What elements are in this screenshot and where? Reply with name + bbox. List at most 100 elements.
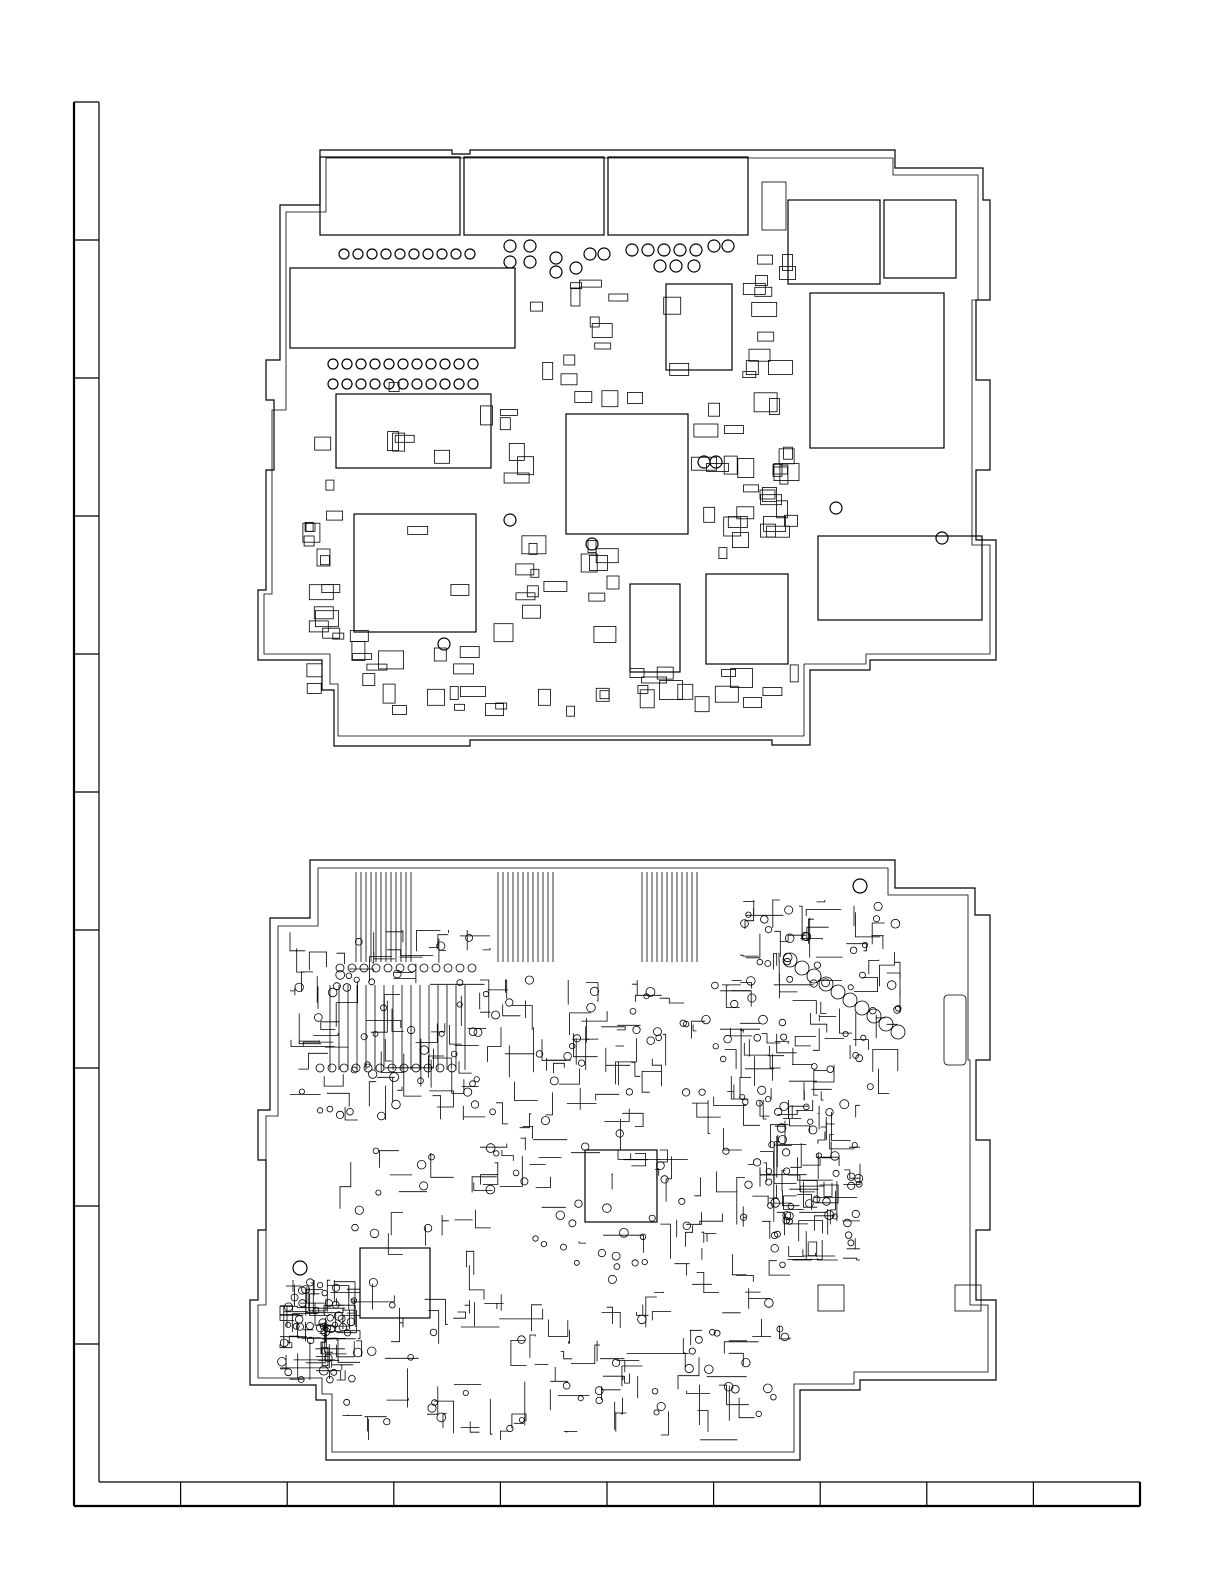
trace: [683, 1338, 685, 1368]
solder-pad: [299, 1089, 304, 1094]
smd-part: [628, 392, 643, 403]
smd-part: [307, 683, 321, 693]
solder-pad: [632, 1260, 638, 1266]
solder-pads: [278, 902, 905, 1431]
copper-traces: [280, 872, 900, 1440]
smd-part: [575, 392, 592, 403]
hole: [440, 359, 450, 369]
trace: [374, 952, 395, 959]
solder-pad: [564, 1052, 572, 1060]
trace: [654, 1292, 663, 1293]
trace: [743, 1206, 746, 1226]
solder-pad: [428, 1404, 436, 1412]
solder-pad: [695, 1336, 702, 1343]
solder-pad: [712, 982, 719, 989]
trace: [762, 1221, 771, 1238]
trace: [523, 1126, 533, 1138]
hole: [454, 359, 464, 369]
solder-pad: [541, 1117, 549, 1125]
solder-pad: [364, 1064, 372, 1072]
solder-pad: [468, 964, 476, 972]
smd-part: [352, 641, 365, 660]
mount-hole: [853, 879, 867, 893]
column-dividers: [181, 1482, 1034, 1506]
smd-part: [523, 605, 541, 618]
trace: [821, 1091, 823, 1100]
smd-part: [719, 548, 727, 559]
solder-pad: [647, 1037, 655, 1045]
ic-block: [336, 394, 491, 468]
trace: [480, 1144, 507, 1148]
solder-pad: [541, 1241, 546, 1246]
hole: [570, 262, 582, 274]
trace: [299, 1040, 320, 1043]
pad-slot: [944, 995, 966, 1065]
solder-pad: [720, 1056, 726, 1062]
solder-pad: [747, 977, 756, 986]
solder-pad: [569, 1220, 576, 1227]
smd-part: [660, 681, 683, 700]
solder-pad: [513, 1170, 519, 1176]
component-layout-diagram: [258, 150, 996, 746]
hole: [598, 248, 610, 260]
solder-pad: [483, 991, 488, 996]
hole: [504, 514, 516, 526]
solder-pad: [429, 1154, 435, 1160]
ic-box: [884, 200, 956, 278]
trace: [500, 1156, 523, 1187]
solder-pad: [494, 1151, 499, 1156]
solder-pad: [743, 1099, 749, 1105]
large-pad: [855, 1001, 869, 1015]
smd-part: [500, 409, 517, 415]
solder-pad: [519, 1417, 524, 1422]
smd-part: [363, 674, 375, 686]
smd-part: [352, 654, 371, 660]
solder-pad: [314, 1014, 322, 1022]
trace: [386, 930, 403, 942]
smd-part: [567, 706, 575, 716]
hole: [328, 379, 338, 389]
hole: [370, 379, 380, 389]
smd-part: [538, 689, 550, 705]
trace: [732, 1254, 746, 1275]
trace: [340, 1365, 342, 1370]
smd-part: [749, 349, 770, 361]
trace: [601, 1386, 620, 1400]
smd-part: [752, 302, 777, 316]
solder-pad: [761, 916, 769, 924]
solder-pad: [332, 1322, 337, 1327]
hole: [454, 379, 464, 389]
trace: [483, 948, 491, 950]
hole: [367, 249, 377, 259]
trace: [808, 1243, 815, 1256]
trace: [660, 1224, 670, 1259]
solder-pad: [470, 1081, 476, 1087]
trace: [622, 1113, 643, 1126]
board-outline-bottom-inner: [258, 868, 988, 1452]
trace: [743, 900, 754, 917]
solder-pad: [367, 1347, 376, 1356]
trace: [661, 1411, 669, 1435]
solder-pad: [843, 1031, 848, 1036]
trace: [811, 1013, 827, 1033]
trace: [452, 1071, 464, 1094]
connector-2: [464, 157, 604, 235]
trace: [571, 1345, 600, 1364]
pad-square: [818, 1285, 844, 1311]
solder-pad: [295, 983, 303, 991]
trace: [433, 1096, 441, 1120]
smd-part: [640, 690, 654, 708]
hole: [524, 240, 536, 252]
trace: [869, 960, 879, 975]
trace: [520, 1114, 532, 1128]
trace: [658, 1150, 667, 1162]
via-holes: [328, 240, 948, 650]
smd-part: [543, 362, 553, 379]
trace: [724, 1342, 758, 1354]
row-dividers: [74, 240, 99, 1344]
solder-pad: [336, 1111, 343, 1118]
ic-block: [706, 574, 788, 664]
trace: [769, 1261, 790, 1275]
trace: [694, 1177, 700, 1196]
solder-pad: [652, 1388, 658, 1394]
